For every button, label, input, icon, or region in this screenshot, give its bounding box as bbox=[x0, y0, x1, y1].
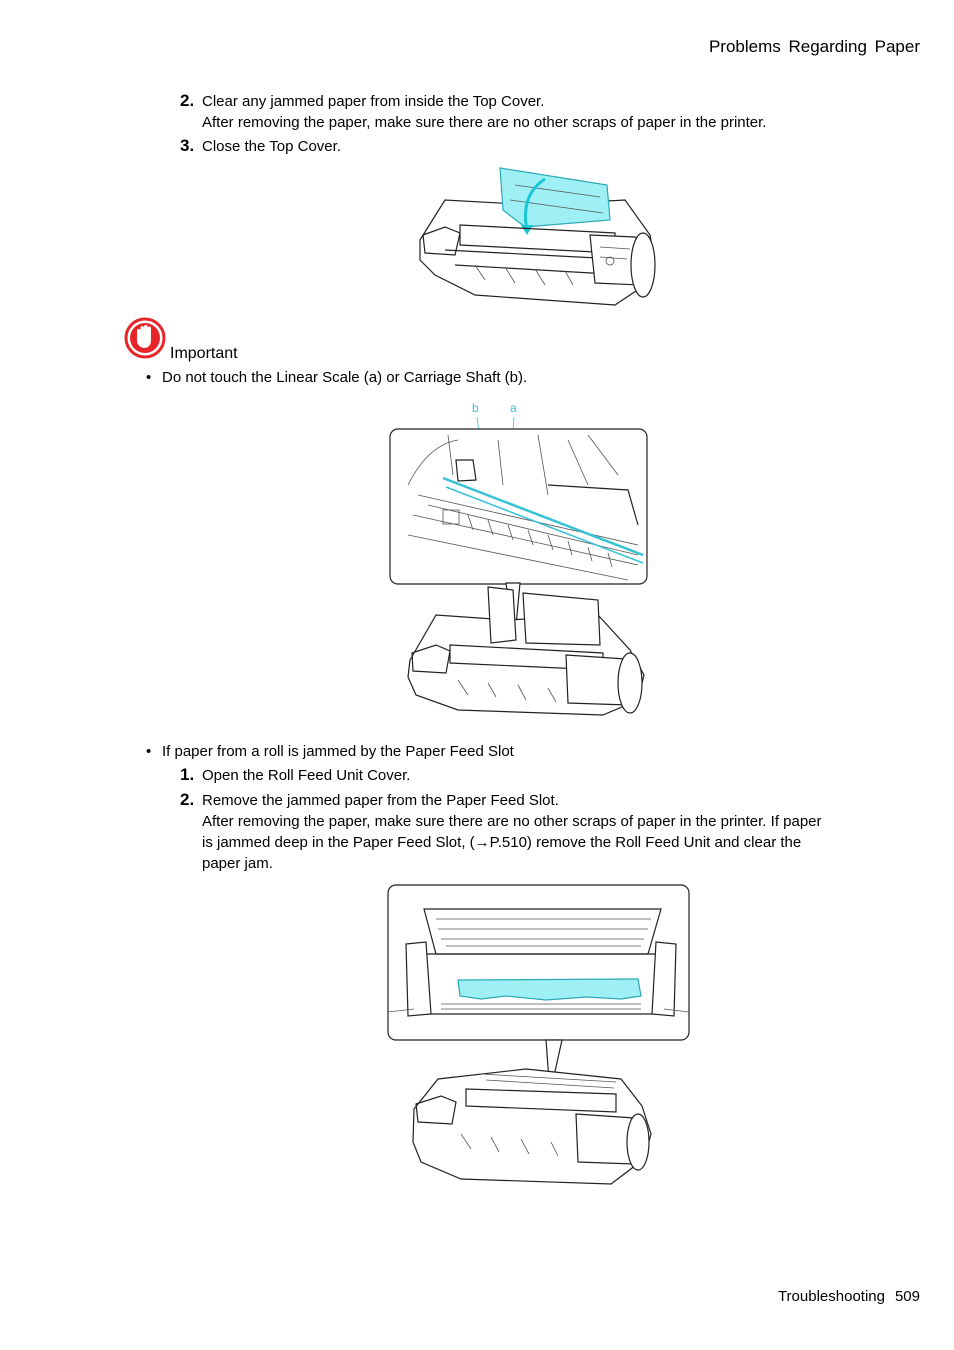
step-number: 3. bbox=[180, 136, 195, 155]
page-number: 509 bbox=[894, 1288, 920, 1305]
step-detail: After removing the paper, make sure ther… bbox=[202, 813, 822, 830]
step-text: Open the Roll Feed Unit Cover. bbox=[202, 767, 411, 784]
step-text: Remove the jammed paper from the Paper F… bbox=[202, 792, 559, 809]
printer-close-cover-illustration bbox=[419, 167, 656, 306]
paper-feed-slot-illustration bbox=[387, 884, 690, 1185]
bullet-glyph: • bbox=[146, 743, 152, 760]
linear-scale-illustration bbox=[389, 416, 648, 716]
step-detail: paper jam. bbox=[202, 855, 273, 872]
callout-label-b: b bbox=[472, 401, 479, 415]
step-number: 1. bbox=[180, 765, 195, 784]
step-detail: After removing the paper, make sure ther… bbox=[202, 114, 767, 131]
important-bullet-text: Do not touch the Linear Scale (a) or Car… bbox=[162, 369, 528, 386]
step-number: 2. bbox=[180, 91, 195, 110]
important-label: Important bbox=[170, 345, 238, 362]
page-header: Problems Regarding Paper bbox=[708, 37, 920, 56]
bullet-glyph: • bbox=[146, 369, 152, 386]
roll-bullet-text: If paper from a roll is jammed by the Pa… bbox=[162, 743, 514, 760]
step-text: Clear any jammed paper from inside the T… bbox=[202, 93, 545, 110]
footer-chapter: Troubleshooting bbox=[777, 1288, 885, 1305]
page-footer: Troubleshooting 509 bbox=[778, 1286, 920, 1307]
step-number: 2. bbox=[180, 790, 195, 809]
callout-label-a: a bbox=[510, 401, 517, 415]
step-text: Close the Top Cover. bbox=[202, 138, 341, 155]
raised-hand-icon bbox=[124, 317, 166, 359]
step-detail: is jammed deep in the Paper Feed Slot, (… bbox=[202, 834, 802, 851]
